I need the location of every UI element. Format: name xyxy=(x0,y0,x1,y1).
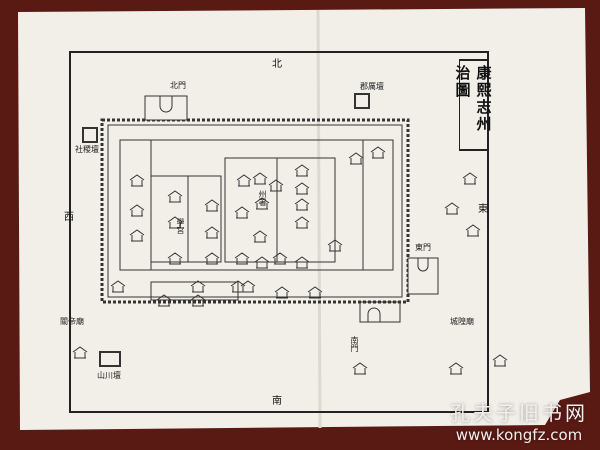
shanchuan-altar-label: 山川壇 xyxy=(97,371,121,380)
building-icon xyxy=(352,362,368,375)
building-icon xyxy=(234,252,250,265)
building-icon xyxy=(167,252,183,265)
watermark-url: www.kongfz.com xyxy=(455,426,583,444)
building-icon xyxy=(156,294,172,307)
building-icon xyxy=(327,239,343,252)
building-icon xyxy=(294,256,310,269)
building-icon xyxy=(448,362,464,375)
building-icon xyxy=(294,198,310,211)
yamen-label: 州署 xyxy=(258,190,267,206)
building-icon xyxy=(234,206,250,219)
building-icon xyxy=(294,216,310,229)
east-temple-label: 城隍廟 xyxy=(450,317,474,326)
title-cartouche: 康熙志州治圖 xyxy=(454,59,493,151)
building-icon xyxy=(167,190,183,203)
south-gate-label: 南門 xyxy=(350,336,359,352)
watermark-name: 孔夫子旧书网 xyxy=(450,401,588,425)
school-label: 學宮 xyxy=(176,218,185,234)
building-icon xyxy=(204,199,220,212)
north-label: 北 xyxy=(272,59,282,70)
map-title: 康熙志州治圖 xyxy=(453,65,493,133)
building-icon xyxy=(110,280,126,293)
building-icon xyxy=(370,146,386,159)
building-icon xyxy=(444,202,460,215)
building-icon xyxy=(129,229,145,242)
building-icon xyxy=(462,172,478,185)
building-icon xyxy=(190,294,206,307)
building-icon xyxy=(492,354,508,367)
north-gate xyxy=(144,95,188,121)
inner-district xyxy=(119,139,394,271)
map-border xyxy=(69,51,489,413)
city-wall-outer xyxy=(100,118,410,304)
building-icon xyxy=(465,224,481,237)
watermark: 孔夫子旧书网 www.kongfz.com xyxy=(450,397,588,444)
building-icon xyxy=(204,226,220,239)
city-wall-inner xyxy=(107,124,403,298)
east-label: 東 xyxy=(478,204,488,215)
building-icon xyxy=(268,179,284,192)
building-icon xyxy=(294,182,310,195)
building-icon xyxy=(274,286,290,299)
building-icon xyxy=(254,197,270,210)
east-gate-label: 東門 xyxy=(415,243,431,252)
building-icon xyxy=(294,164,310,177)
west-label: 西 xyxy=(64,212,74,223)
building-icon xyxy=(129,174,145,187)
building-icon xyxy=(240,280,256,293)
building-icon xyxy=(230,280,246,293)
li-altar-label: 郡厲壇 xyxy=(360,82,384,91)
west-temple-label: 關帝廟 xyxy=(60,317,84,326)
building-icon xyxy=(348,152,364,165)
building-icon xyxy=(254,256,270,269)
south-gate xyxy=(359,301,401,323)
building-icon xyxy=(252,172,268,185)
south-label: 南 xyxy=(272,396,282,407)
building-icon xyxy=(252,230,268,243)
building-icons xyxy=(72,146,508,375)
building-icon xyxy=(236,174,252,187)
east-gate xyxy=(407,257,439,295)
building-icon xyxy=(129,204,145,217)
north-gate-label: 北門 xyxy=(170,81,186,90)
building-icon xyxy=(272,252,288,265)
building-icon xyxy=(190,280,206,293)
building-icon xyxy=(167,216,183,229)
building-icon xyxy=(72,346,88,359)
sheji-altar-label: 社稷壇 xyxy=(75,145,99,154)
building-icon xyxy=(204,252,220,265)
building-icon xyxy=(307,286,323,299)
